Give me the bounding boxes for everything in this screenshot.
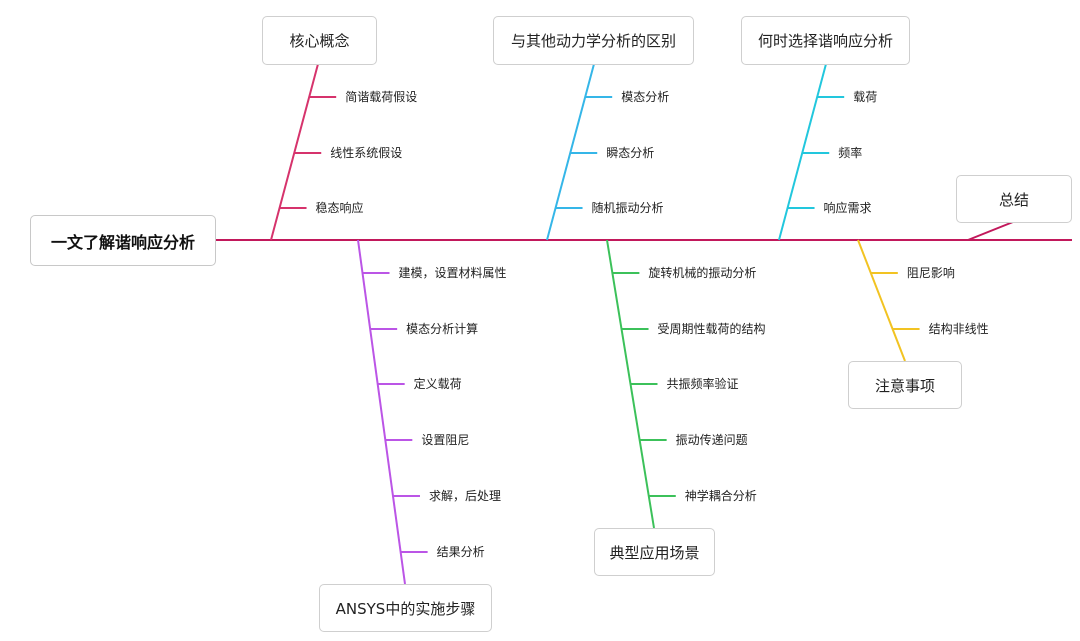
subtopic-label[interactable]: 共振频率验证 (666, 377, 739, 391)
branch-line (357, 239, 406, 585)
subtopic-label[interactable]: 振动传递问题 (675, 433, 748, 447)
subtopic-label[interactable]: 线性系统假设 (330, 146, 403, 160)
subtopic-label[interactable]: 神学耦合分析 (684, 489, 757, 503)
branch-topic[interactable]: ANSYS中的实施步骤 (319, 584, 492, 632)
subtopic-label[interactable]: 定义载荷 (413, 377, 462, 391)
subtopic-label[interactable]: 模态分析计算 (406, 322, 479, 336)
branch-topic[interactable]: 与其他动力学分析的区别 (493, 16, 694, 65)
subtopic-label[interactable]: 受周期性载荷的结构 (657, 322, 766, 336)
subtopic-label[interactable]: 结构非线性 (928, 322, 989, 336)
branch-topic[interactable]: 何时选择谐响应分析 (741, 16, 910, 65)
branch-topic[interactable]: 典型应用场景 (594, 528, 715, 576)
subtopic-label[interactable]: 设置阻尼 (421, 433, 470, 447)
subtopic-label[interactable]: 瞬态分析 (606, 146, 655, 160)
subtopic-label[interactable]: 频率 (838, 146, 863, 160)
branch-topic[interactable]: 注意事项 (848, 361, 962, 409)
root-topic[interactable]: 一文了解谐响应分析 (30, 215, 216, 266)
subtopic-label[interactable]: 简谐载荷假设 (345, 90, 418, 104)
branch-topic[interactable]: 核心概念 (262, 16, 377, 65)
subtopic-label[interactable]: 阻尼影响 (906, 266, 955, 280)
branch-topic[interactable]: 总结 (956, 175, 1072, 223)
subtopic-label[interactable]: 求解，后处理 (428, 489, 501, 503)
subtopic-label[interactable]: 响应需求 (823, 201, 872, 215)
branch-line (857, 239, 906, 362)
subtopic-label[interactable]: 随机振动分析 (591, 201, 664, 215)
subtopic-label[interactable]: 载荷 (853, 90, 878, 104)
subtopic-label[interactable]: 建模，设置材料属性 (398, 266, 507, 280)
subtopic-label[interactable]: 旋转机械的振动分析 (648, 266, 757, 280)
subtopic-label[interactable]: 结果分析 (436, 545, 485, 559)
branch-line (967, 221, 1014, 241)
subtopic-label[interactable]: 模态分析 (621, 90, 670, 104)
subtopic-label[interactable]: 稳态响应 (315, 201, 364, 215)
